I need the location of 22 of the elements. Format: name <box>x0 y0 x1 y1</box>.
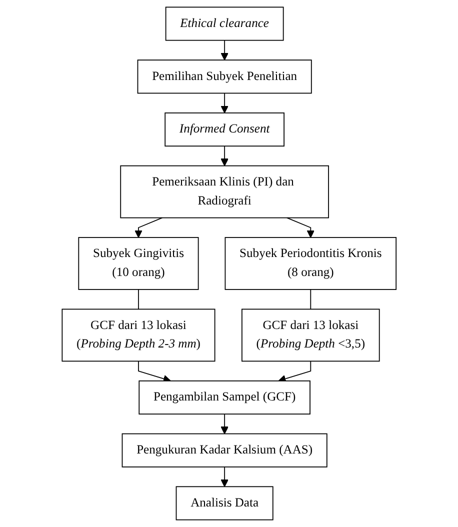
node-box: Subyek Periodontitis Kronis (8 orang) <box>224 237 396 290</box>
node-box: Informed Consent <box>164 112 284 147</box>
arrow <box>220 146 228 166</box>
arrow <box>278 360 311 383</box>
arrow <box>220 414 228 434</box>
node-box: Pengukuran Kadar Kalsium (AAS) <box>122 433 328 468</box>
node-box: Pemilihan Subyek Penelitian <box>137 60 312 94</box>
node-box: Pengambilan Sampel (GCF) <box>138 380 310 414</box>
node-box: GCF dari 13 lokasi (Probing Depth <3,5) <box>241 308 380 362</box>
node-box: Pemeriksaan Klinis (PI) dan Radiografi <box>120 165 329 218</box>
connector <box>138 289 139 310</box>
arrow <box>220 40 228 60</box>
arrow <box>134 217 162 238</box>
node-box: Ethical clearance <box>165 6 284 41</box>
node-box: GCF dari 13 lokasi (Probing Depth 2-3 mm) <box>62 308 216 362</box>
arrow <box>286 217 314 238</box>
connector <box>310 289 311 310</box>
node-box: Analisis Data <box>176 486 274 520</box>
arrow <box>220 92 228 114</box>
arrow <box>138 360 171 383</box>
node-box: Subyek Gingivitis (10 orang) <box>78 237 199 290</box>
arrow <box>220 466 228 487</box>
